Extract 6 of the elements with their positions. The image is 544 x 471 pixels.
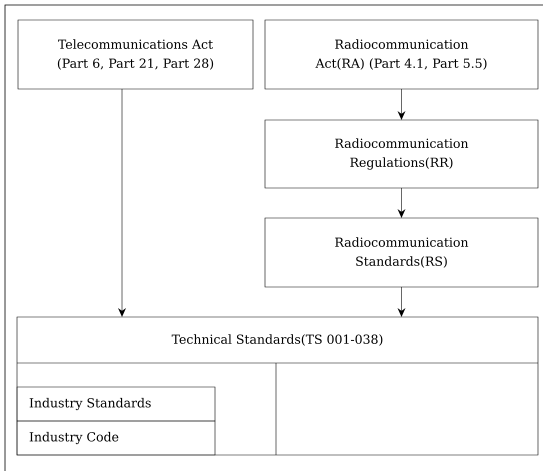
process-box: Radiocommunication Standards(RS)	[264, 218, 538, 288]
process-box: Telecommunications Act (Part 6, Part 21, Part 28)	[18, 20, 254, 90]
process-box: Radiocommunication Regulations(RR)	[264, 120, 538, 188]
table-row: Industry Standards	[16, 386, 216, 422]
table-row: Industry Code	[16, 420, 216, 456]
process-box: Radiocommunication Act(RA) (Part 4.1, Part 5.5)	[264, 20, 538, 90]
